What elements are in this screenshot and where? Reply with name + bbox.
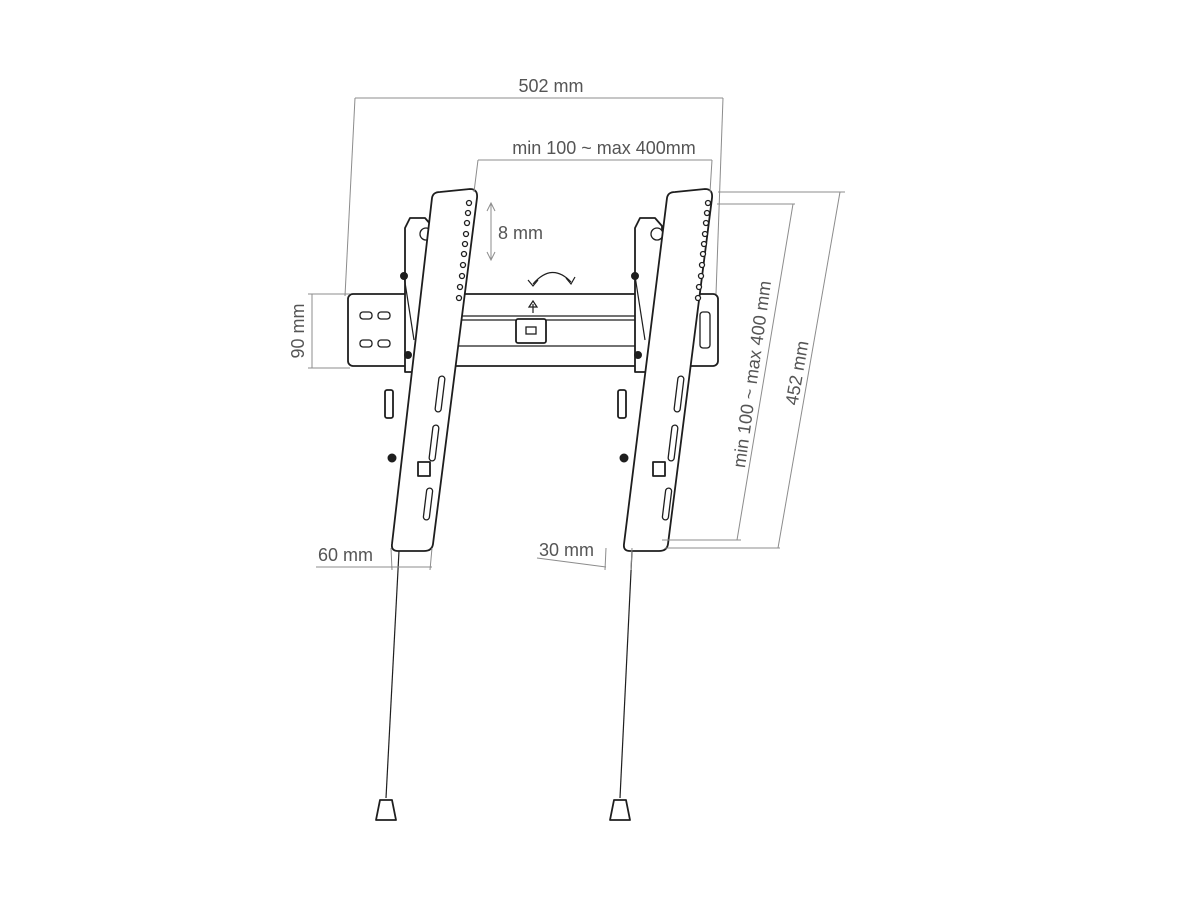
- label-depth-max: 60 mm: [318, 545, 373, 565]
- right-pull-cord: [609, 550, 633, 821]
- dimension-hole-pitch: 8 mm: [486, 201, 543, 262]
- right-tv-arm: [617, 188, 714, 552]
- dimension-overall-width: 502 mm: [344, 76, 724, 297]
- wall-plate-slot-right: [699, 311, 711, 349]
- label-plate-height: 90 mm: [288, 303, 308, 358]
- dimension-vesa-horizontal: min 100 ~ max 400mm: [473, 138, 713, 193]
- label-vesa-horizontal: min 100 ~ max 400mm: [512, 138, 696, 158]
- tilt-arrow-icon: [527, 271, 576, 287]
- label-overall-width: 502 mm: [518, 76, 583, 96]
- left-arm-vesa-holes: [455, 199, 473, 302]
- dimension-depth-min: 30 mm: [536, 540, 633, 571]
- bubble-level-icon: [515, 318, 547, 344]
- dimension-plate-height: 90 mm: [288, 293, 350, 369]
- label-vesa-vertical: min 100 ~ max 400 mm: [729, 279, 775, 469]
- dimension-depth-max: 60 mm: [316, 545, 433, 571]
- wall-plate-holes-left: [359, 311, 391, 348]
- label-hole-pitch: 8 mm: [498, 223, 543, 243]
- up-arrow-icon: [527, 299, 539, 313]
- right-arm-vesa-holes: [694, 199, 712, 302]
- left-pull-cord: [375, 550, 400, 821]
- label-arm-length: 452 mm: [782, 339, 813, 407]
- left-tv-arm: [384, 188, 479, 552]
- label-depth-min: 30 mm: [539, 540, 594, 560]
